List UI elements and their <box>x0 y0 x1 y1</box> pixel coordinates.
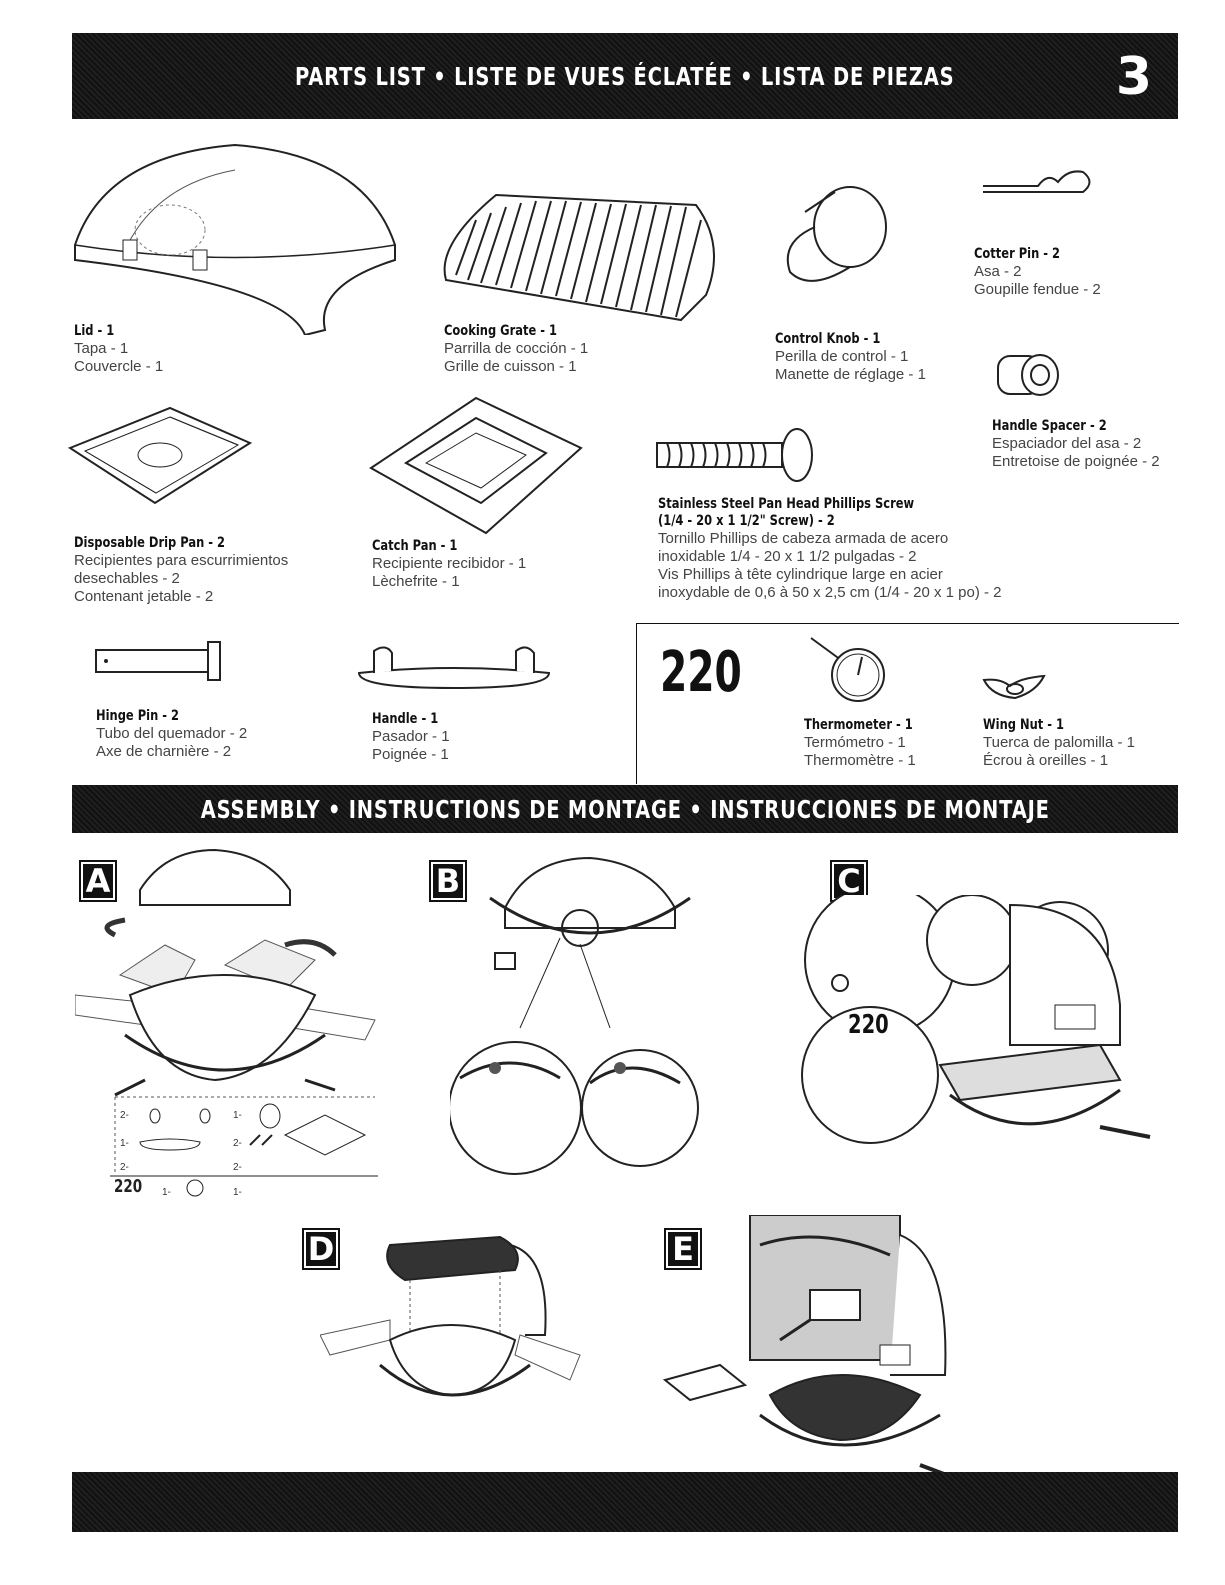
assembly-title: ASSEMBLY • INSTRUCTIONS DE MONTAGE • INS… <box>200 794 1050 824</box>
kit-count-5: 2- <box>233 1138 242 1149</box>
step-d-label: D <box>302 1228 340 1270</box>
thermometer-illustration <box>806 635 891 705</box>
kit-count-6: 2- <box>233 1162 242 1173</box>
part-handle-spacer: Handle Spacer - 2 Espaciador del asa - 2… <box>992 418 1160 470</box>
part-drip-pan: Disposable Drip Pan - 2 Recipientes para… <box>74 535 289 605</box>
part-control-knob: Control Knob - 1 Perilla de control - 1 … <box>775 331 926 383</box>
control-knob-illustration <box>775 182 895 292</box>
part-wing-nut: Wing Nut - 1 Tuerca de palomilla - 1 Écr… <box>983 717 1136 769</box>
parts-list-header: PARTS LIST • LISTE DE VUES ÉCLATÉE • LIS… <box>72 33 1178 119</box>
part-catch-pan: Catch Pan - 1 Recipiente recibidor - 1 L… <box>372 538 527 590</box>
step-d-illustration <box>320 1225 585 1415</box>
screw-illustration <box>652 425 817 485</box>
part-cotter-pin: Cotter Pin - 2 Asa - 2 Goupille fendue -… <box>974 246 1101 298</box>
kit-count-7: 1- <box>233 1187 242 1198</box>
part-thermometer: Thermometer - 1 Termómetro - 1 Thermomèt… <box>804 717 916 769</box>
part-cooking-grate: Cooking Grate - 1 Parrilla de cocción - … <box>444 323 589 375</box>
kit-count-4: 1- <box>233 1110 242 1121</box>
page-number: 3 <box>1115 47 1152 107</box>
handle-spacer-illustration <box>990 348 1070 403</box>
lid-illustration <box>65 135 405 335</box>
part-screw: Stainless Steel Pan Head Phillips Screw … <box>658 496 1002 601</box>
cooking-grate-illustration <box>436 185 731 330</box>
step-b-illustration <box>450 848 700 1178</box>
model-220-label: 220 <box>660 640 742 705</box>
part-handle: Handle - 1 Pasador - 1 Poignée - 1 <box>372 711 450 763</box>
drip-pan-illustration <box>60 403 255 513</box>
model-220-box <box>636 623 1179 784</box>
assembly-header: ASSEMBLY • INSTRUCTIONS DE MONTAGE • INS… <box>72 785 1178 833</box>
part-hinge-pin: Hinge Pin - 2 Tubo del quemador - 2 Axe … <box>96 708 248 760</box>
kit-count-3: 2- <box>120 1162 129 1173</box>
part-lid: Lid - 1 Tapa - 1 Couvercle - 1 <box>74 323 164 375</box>
cotter-pin-illustration <box>978 164 1098 204</box>
hinge-pin-illustration <box>92 640 227 682</box>
step-b-label: B <box>429 860 467 902</box>
kit-count-2: 1- <box>120 1138 129 1149</box>
kit-model-label: 220 <box>114 1176 143 1197</box>
footer-band <box>72 1472 1178 1532</box>
handle-illustration <box>354 643 554 693</box>
kit-count-1: 2- <box>120 1110 129 1121</box>
wing-nut-illustration <box>980 670 1050 702</box>
catch-pan-illustration <box>366 393 591 538</box>
step-a-illustration <box>75 845 395 1175</box>
kit-count-8: 1- <box>162 1187 171 1198</box>
step-e-illustration <box>660 1215 980 1485</box>
step-a-parts-kit <box>110 1100 380 1200</box>
step-e-label: E <box>664 1228 702 1270</box>
step-c-model-label: 220 <box>848 1010 889 1040</box>
step-a-label: A <box>79 860 117 902</box>
parts-list-title: PARTS LIST • LISTE DE VUES ÉCLATÉE • LIS… <box>295 61 955 91</box>
step-c-illustration <box>800 895 1160 1165</box>
